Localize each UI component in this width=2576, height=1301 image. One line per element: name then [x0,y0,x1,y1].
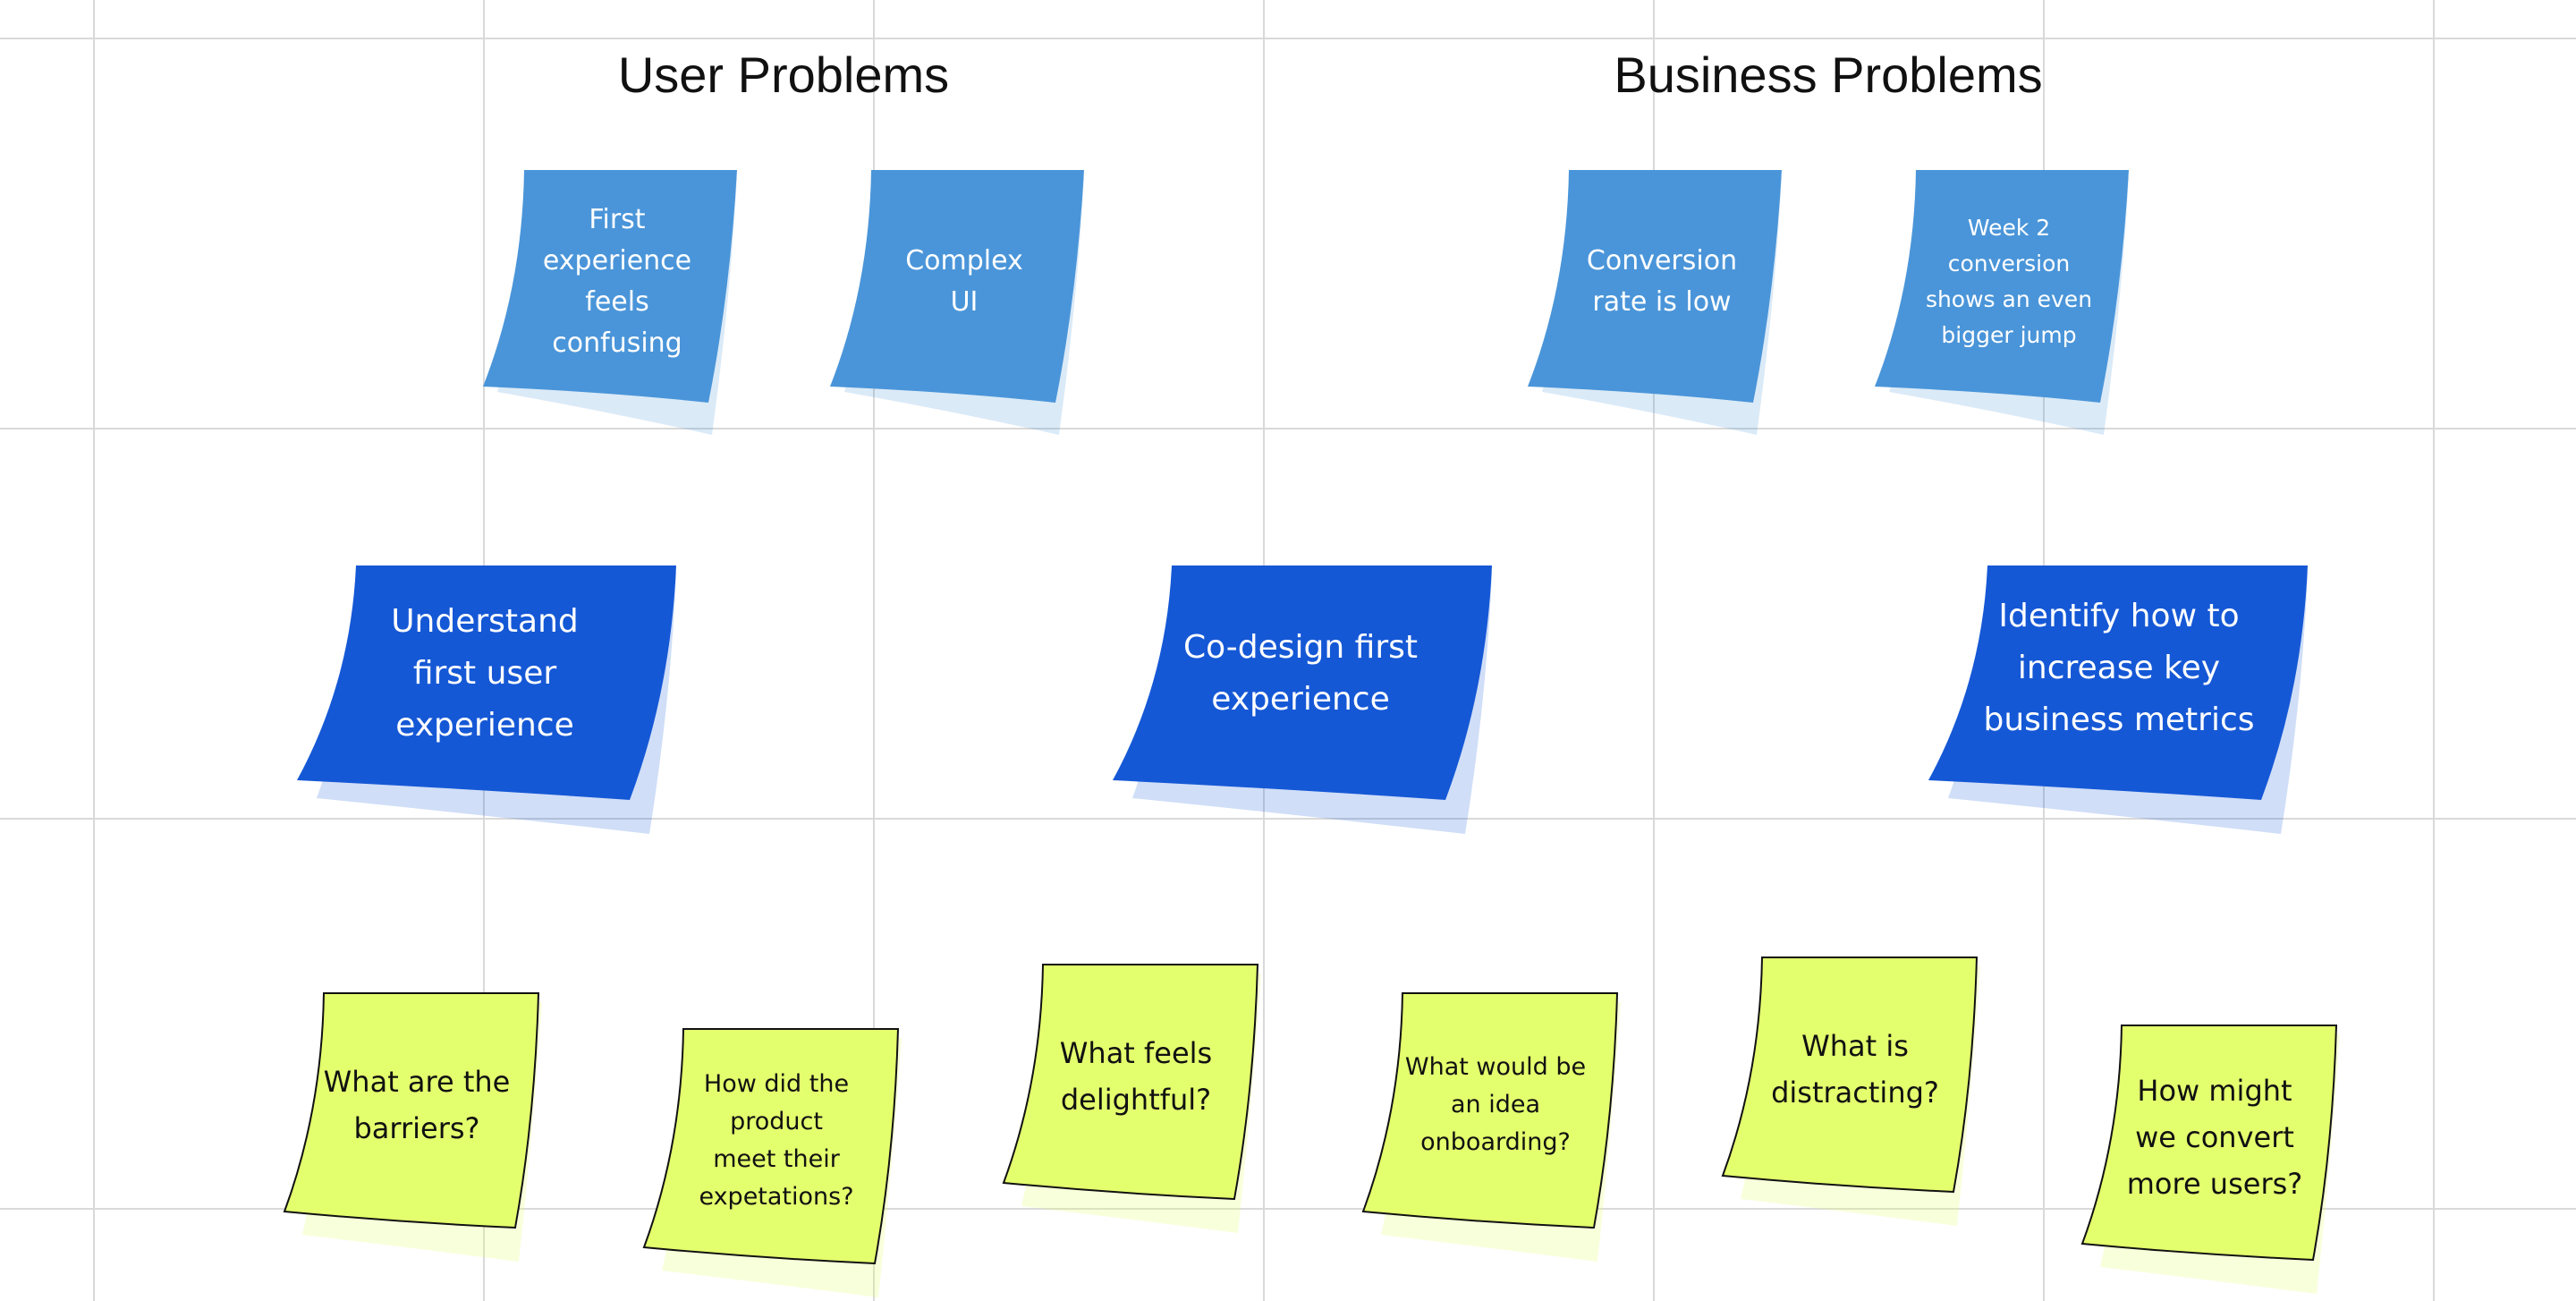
sticky-note-question[interactable]: What is distracting? [1721,957,1987,1229]
sticky-note-problem[interactable]: Complex UI [830,170,1093,444]
note-text-line: expetations? [699,1183,854,1211]
sticky-note-goal[interactable]: Understand first user experience [297,565,680,836]
note-text-line: UI [950,286,979,318]
note-text-line: Week 2 [1967,215,2051,241]
note-text-line: experience [542,245,692,276]
note-text-line: Complex [905,245,1023,276]
sticky-note-shape [1113,565,1492,834]
note-text-line: bigger jump [1941,322,2077,348]
note-text-line: first user [412,655,557,692]
note-text-line: What would be [1404,1053,1587,1081]
sticky-note-problem[interactable]: Week 2 conversion shows an even bigger j… [1875,170,2138,444]
note-text-line: increase key [2017,650,2221,686]
sticky-note-shape [1528,170,1782,435]
note-text-line: an idea [1450,1091,1541,1118]
note-text-line: more users? [2126,1167,2303,1201]
user-problems-heading: User Problems [617,47,950,103]
note-text-line: business metrics [1983,702,2255,738]
note-text-line: distracting? [1771,1076,1939,1110]
sticky-note-shape [830,170,1084,435]
sticky-note-shape [1875,170,2129,435]
sticky-note-shape [1928,565,2308,834]
sticky-note-shape [283,992,542,1262]
sticky-note-question[interactable]: What feels delightful? [1002,964,1268,1237]
sticky-note-question[interactable]: What would be an idea onboarding? [1361,992,1628,1265]
sticky-note-shape [1721,957,1980,1226]
note-text-line: conversion [1947,251,2071,276]
note-text-line: delightful? [1060,1083,1212,1117]
note-text-line: shows an even [1925,286,2093,312]
note-text-line: experience [1211,681,1390,718]
note-text-line: Understand [391,603,579,640]
note-text-line: we convert [2135,1120,2294,1154]
sticky-note-problem[interactable]: Conversion rate is low [1528,170,1791,444]
note-text-line: onboarding? [1420,1128,1571,1156]
note-text-line: Co-design first [1182,629,1419,666]
sticky-note-question[interactable]: How did the product meet their expetatio… [642,1028,909,1301]
note-text-line: What is [1801,1029,1909,1063]
sticky-note-goal[interactable]: Identify how to increase key business me… [1928,565,2311,836]
sticky-note-question[interactable]: How might we convert more users? [2080,1025,2347,1297]
note-text-line: Identify how to [1998,598,2240,634]
note-text-line: How did the [703,1070,850,1098]
note-text-line: What feels [1059,1036,1213,1070]
note-text-line: experience [395,707,574,744]
note-text-line: What are the [323,1065,511,1099]
sticky-note-problem[interactable]: First experience feels confusing [483,170,746,444]
note-text-line: feels confusing [552,286,682,359]
sticky-note-shape [2080,1025,2340,1294]
sticky-note-shape [1002,964,1261,1233]
sticky-note-shape [483,170,737,435]
sticky-note-goal[interactable]: Co-design first experience [1113,565,1496,836]
sticky-note-shape [297,565,676,834]
note-text-line: product [730,1108,823,1135]
sticky-note-question[interactable]: What are the barriers? [283,992,549,1265]
note-text-line: First [589,204,646,235]
note-text-line: rate is low [1592,286,1732,318]
note-text-line: barriers? [353,1111,480,1145]
sticky-note-shape [642,1028,902,1297]
sticky-note-shape [1361,992,1621,1262]
note-text-line: Conversion [1586,245,1738,276]
business-problems-heading: Business Problems [1614,47,2043,103]
note-text-line: meet their [713,1145,840,1173]
note-text-line: How might [2137,1074,2292,1108]
